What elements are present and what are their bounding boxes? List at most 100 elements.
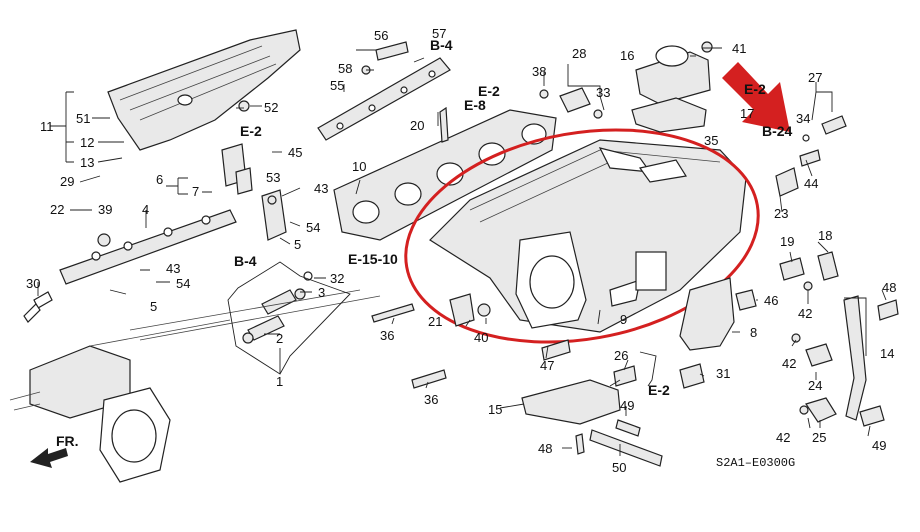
bracket-53: [261, 189, 287, 241]
right-fittings: [775, 115, 847, 197]
callout-9: 9: [620, 312, 627, 327]
callout-5a: 5: [294, 237, 301, 252]
diagram-code: S2A1–E0300G: [716, 456, 795, 470]
gasket-10: [333, 109, 557, 241]
callout-39: 39: [98, 202, 112, 217]
ref-e2-c: E-2: [744, 81, 766, 97]
ref-e2-b: E-2: [478, 83, 500, 99]
callout-24: 24: [808, 378, 822, 393]
ref-e2-a: E-2: [240, 123, 262, 139]
ref-e2-d: E-2: [648, 382, 670, 398]
callout-15: 15: [488, 402, 502, 417]
callout-5b: 5: [150, 299, 157, 314]
callout-51: 51: [76, 111, 90, 126]
callout-27: 27: [808, 70, 822, 85]
callout-10: 10: [352, 159, 366, 174]
highlight-arrow: [722, 62, 790, 132]
callout-7a: 7: [192, 184, 199, 199]
callout-46: 46: [764, 293, 778, 308]
callout-11: 11: [40, 119, 54, 134]
callout-36a: 36: [380, 328, 394, 343]
callout-54a: 54: [306, 220, 320, 235]
callout-48a: 48: [882, 280, 896, 295]
callout-16: 16: [620, 48, 634, 63]
throttle-body-lower: [9, 289, 381, 483]
callout-44: 44: [804, 176, 818, 191]
studs: [371, 293, 491, 389]
bracket-8: [679, 277, 757, 351]
callout-20: 20: [410, 118, 424, 133]
callout-42a: 42: [798, 306, 812, 321]
callout-53: 53: [266, 170, 280, 185]
callout-32: 32: [330, 271, 344, 286]
callout-42b: 42: [782, 356, 796, 371]
callout-50: 50: [612, 460, 626, 475]
callout-13: 13: [80, 155, 94, 170]
highlight-ring: [404, 128, 760, 344]
callout-38: 38: [532, 64, 546, 79]
callout-52: 52: [264, 100, 278, 115]
callout-40: 40: [474, 330, 488, 345]
callout-18: 18: [818, 228, 832, 243]
callout-8: 8: [750, 325, 757, 340]
callout-48b: 48: [538, 441, 552, 456]
callout-58: 58: [338, 61, 352, 76]
stay-15: [521, 339, 705, 467]
callout-49b: 49: [872, 438, 886, 453]
callout-28: 28: [572, 46, 586, 61]
callout-56: 56: [374, 28, 388, 43]
callout-30: 30: [26, 276, 40, 291]
callout-57: 57: [432, 26, 446, 41]
callout-17: 17: [740, 106, 754, 121]
callout-3: 3: [318, 285, 325, 300]
callout-26: 26: [614, 348, 628, 363]
callout-34: 34: [796, 111, 810, 126]
throttle-actuator-16: [631, 41, 713, 133]
injectors: [242, 271, 313, 344]
callout-43b: 43: [166, 261, 180, 276]
leader-lines: [37, 47, 887, 456]
callout-29: 29: [60, 174, 74, 189]
callout-54b: 54: [176, 276, 190, 291]
callout-55: 55: [330, 78, 344, 93]
callout-19: 19: [780, 234, 794, 249]
callout-25: 25: [812, 430, 826, 445]
callout-49a: 49: [620, 398, 634, 413]
callout-6: 6: [156, 172, 163, 187]
ref-b4-a: B-4: [430, 37, 453, 53]
front-direction-label: FR.: [56, 433, 79, 449]
callout-36b: 36: [424, 392, 438, 407]
ref-b24: B-24: [762, 123, 793, 139]
sensor-28: [539, 87, 603, 119]
callout-42c: 42: [776, 430, 790, 445]
sensor-20: [439, 106, 449, 143]
ref-b4-b: B-4: [234, 253, 257, 269]
callout-21: 21: [428, 314, 442, 329]
callout-41: 41: [732, 41, 746, 56]
front-arrow-icon: [30, 448, 68, 468]
callout-numbers: 11 51 12 13 29 22 39 4 52 6 7 45 53 43 5…: [26, 26, 896, 475]
ref-e8: E-8: [464, 97, 486, 113]
engine-cover: [107, 29, 301, 151]
callout-4: 4: [142, 202, 149, 217]
callout-23: 23: [774, 206, 788, 221]
callout-22: 22: [50, 202, 64, 217]
callout-12: 12: [80, 135, 94, 150]
intake-manifold: [429, 139, 747, 333]
bolt-52: [238, 100, 262, 112]
reference-tags: E-2 B-4 E-2 E-8 E-2 B-24 B-4 E-15-10 E-2: [234, 37, 793, 398]
callout-45: 45: [288, 145, 302, 160]
ref-e1510: E-15-10: [348, 251, 398, 267]
callout-31: 31: [716, 366, 730, 381]
callout-33: 33: [596, 85, 610, 100]
brackets-right: [779, 251, 899, 427]
callout-14: 14: [880, 346, 894, 361]
callout-2: 2: [276, 331, 283, 346]
callout-43a: 43: [314, 181, 328, 196]
callout-1: 1: [276, 374, 283, 389]
callout-47: 47: [540, 358, 554, 373]
regulator: [221, 143, 253, 195]
callout-35: 35: [704, 133, 718, 148]
